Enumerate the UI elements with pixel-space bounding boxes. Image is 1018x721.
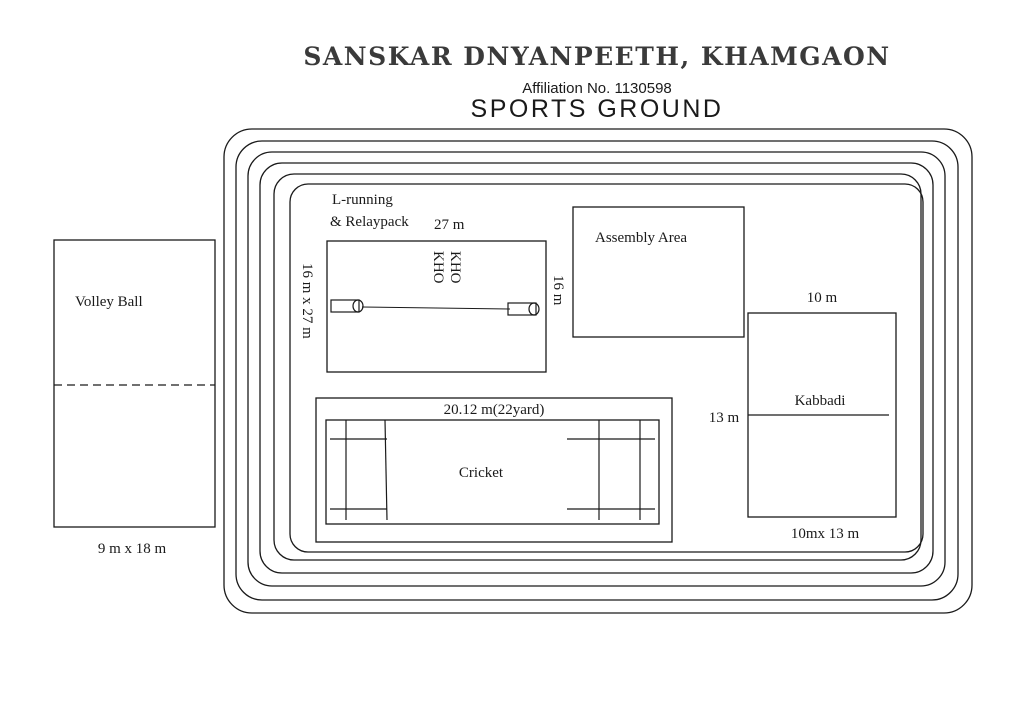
cricket-label: Cricket (459, 465, 504, 481)
crease-right (567, 420, 655, 520)
crease-left (330, 419, 388, 521)
kho-kho-name-line2: KHO (430, 251, 446, 284)
kho-kho-post-right (507, 302, 540, 316)
kho-kho-left-dimension: 16 m x 27 m (299, 263, 315, 339)
assembly-area-label: Assembly Area (595, 230, 687, 246)
kho-kho-post-left (330, 299, 364, 313)
assembly-area: Assembly Area (572, 206, 745, 338)
volleyball-court-boundary (53, 239, 216, 528)
track-lane-inner (289, 183, 924, 553)
kho-kho-court-boundary (326, 240, 547, 373)
track-lane-3 (247, 151, 946, 587)
cricket-outer-boundary (315, 397, 673, 543)
post-base-left (330, 299, 360, 313)
kabbadi-court: 10 m 13 m Kabbadi 10mx 13 m (709, 290, 897, 542)
track-lane-outer (223, 128, 973, 614)
kabbadi-side-dimension: 13 m (709, 410, 740, 426)
running-track (223, 128, 973, 614)
kabbadi-top-dimension: 10 m (807, 290, 838, 306)
pole-right-icon (528, 302, 540, 316)
track-lane-5 (273, 173, 922, 561)
kho-kho-top-dimension: 27 m (434, 217, 465, 233)
sports-ground-title: SPORTS GROUND (471, 95, 724, 123)
pole-left-icon (352, 299, 364, 313)
cricket-pitch-boundary (325, 419, 660, 525)
l-running-label: L-running (332, 192, 393, 208)
cricket-pitch-dimension: 20.12 m(22yard) (444, 402, 545, 418)
kabbadi-label: Kabbadi (795, 393, 846, 409)
volleyball-dimensions: 9 m x 18 m (98, 541, 167, 557)
kho-kho-center-line (361, 306, 511, 310)
post-base-right (507, 302, 537, 316)
crease-left-line-inner (384, 419, 388, 521)
kho-kho-name-line1: KHO (447, 251, 463, 284)
track-lane-2 (235, 140, 959, 601)
relaypack-label: & Relaypack (330, 214, 409, 230)
school-name-title: SANSKAR DNYANPEETH, KHAMGAON (303, 42, 890, 71)
cricket-field: 20.12 m(22yard) Cricket (315, 397, 673, 543)
kabbadi-bottom-dimension: 10mx 13 m (791, 526, 860, 542)
affiliation-number: Affiliation No. 1130598 (522, 80, 672, 97)
volleyball-court: Volley Ball 9 m x 18 m (53, 239, 216, 557)
assembly-area-boundary (572, 206, 745, 338)
volleyball-label: Volley Ball (75, 294, 143, 310)
kho-kho-right-dimension: 16 m (550, 275, 566, 306)
kho-kho-court: L-running & Relaypack 27 m KHO KHO 16 m … (299, 192, 566, 373)
track-lane-4 (259, 162, 934, 574)
